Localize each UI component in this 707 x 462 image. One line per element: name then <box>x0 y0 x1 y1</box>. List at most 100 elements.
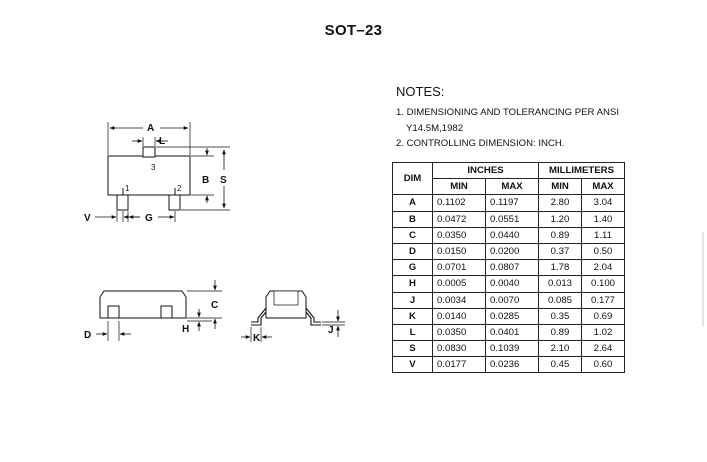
inches-max-cell: 0.0440 <box>485 226 539 244</box>
side-lead-right <box>305 307 321 323</box>
dim-label-J: J <box>328 325 334 336</box>
pin-number-3: 3 <box>151 163 156 172</box>
mm-min-cell: 1.78 <box>538 259 582 277</box>
dim-cell: K <box>392 307 433 325</box>
inches-max-cell: 0.1039 <box>485 340 539 358</box>
inches-max-cell: 0.0236 <box>485 356 539 374</box>
mm-min-cell: 0.085 <box>538 291 582 309</box>
side-lead-left <box>251 307 267 323</box>
mm-min-cell: 0.89 <box>538 323 582 342</box>
inches-min-header: MIN <box>432 178 486 196</box>
dim-cell: V <box>392 356 433 374</box>
front-lead-left <box>107 305 120 319</box>
dimension-table: DIM INCHES MILLIMETERS MIN MAX MIN MAX A… <box>392 161 625 374</box>
dim-label-G: G <box>145 213 153 224</box>
inches-max-cell: 0.1197 <box>485 194 539 212</box>
mm-max-cell: 2.04 <box>581 259 625 277</box>
mm-max-cell: 1.02 <box>581 323 625 342</box>
mm-max-header: MAX <box>581 178 625 196</box>
top-view-body <box>107 155 191 196</box>
mm-max-cell: 2.64 <box>581 340 625 358</box>
dim-cell: L <box>392 323 433 342</box>
dim-cell: D <box>392 242 433 261</box>
dim-cell: G <box>392 259 433 277</box>
pin2-lead <box>168 194 181 211</box>
inches-min-cell: 0.0830 <box>432 340 486 358</box>
mm-max-cell: 3.04 <box>581 194 625 212</box>
dim-cell: H <box>392 275 433 293</box>
millimeters-header: MILLIMETERS <box>538 161 625 180</box>
inches-min-cell: 0.0472 <box>432 210 486 228</box>
dim-cell: C <box>392 226 433 244</box>
dim-cell: A <box>392 194 433 212</box>
note-line-3: 2. CONTROLLING DIMENSION: INCH. <box>396 138 565 150</box>
dim-label-H: H <box>182 324 189 335</box>
edge-shadow <box>702 232 704 327</box>
inches-min-cell: 0.0150 <box>432 242 486 261</box>
pin3-lead <box>142 146 156 158</box>
mm-max-cell: 1.11 <box>581 226 625 244</box>
dim-cell: J <box>392 291 433 309</box>
dim-header: DIM <box>392 161 433 196</box>
note-line-1: 1. DIMENSIONING AND TOLERANCING PER ANSI <box>396 107 620 118</box>
mm-min-cell: 2.10 <box>538 340 582 358</box>
top-view <box>95 122 230 222</box>
pin1-lead <box>116 194 129 211</box>
mm-min-cell: 0.35 <box>538 307 582 325</box>
inches-header: INCHES <box>432 161 539 180</box>
mm-max-cell: 0.100 <box>581 275 625 293</box>
dim-label-A: A <box>147 123 154 134</box>
dim-label-C: C <box>211 300 218 311</box>
inches-max-cell: 0.0040 <box>485 275 539 293</box>
side-view <box>241 290 345 342</box>
mm-max-cell: 0.177 <box>581 291 625 309</box>
mm-min-cell: 1.20 <box>538 210 582 228</box>
mm-min-header: MIN <box>538 178 582 196</box>
front-view <box>96 280 222 341</box>
pin-number-1: 1 <box>125 184 130 193</box>
mm-min-cell: 0.89 <box>538 226 582 244</box>
mm-min-cell: 0.013 <box>538 275 582 293</box>
mm-max-cell: 0.50 <box>581 242 625 261</box>
inches-max-cell: 0.0285 <box>485 307 539 325</box>
notes-block: NOTES: 1. DIMENSIONING AND TOLERANCING P… <box>396 84 696 152</box>
mm-min-cell: 0.37 <box>538 242 582 261</box>
inches-min-cell: 0.0140 <box>432 307 486 325</box>
dim-label-K: K <box>253 333 261 344</box>
inches-max-cell: 0.0807 <box>485 259 539 277</box>
dim-cell: B <box>392 210 433 228</box>
inches-min-cell: 0.0177 <box>432 356 486 374</box>
dim-label-B: B <box>202 175 209 186</box>
inches-max-header: MAX <box>485 178 539 196</box>
inches-max-cell: 0.0070 <box>485 291 539 309</box>
inches-min-cell: 0.0005 <box>432 275 486 293</box>
package-title: SOT–23 <box>324 22 383 39</box>
inches-min-cell: 0.0701 <box>432 259 486 277</box>
inches-min-cell: 0.0350 <box>432 323 486 342</box>
inches-max-cell: 0.0200 <box>485 242 539 261</box>
mm-min-cell: 0.45 <box>538 356 582 374</box>
inches-min-cell: 0.0350 <box>432 226 486 244</box>
inches-min-cell: 0.1102 <box>432 194 486 212</box>
dim-label-L: L <box>159 136 165 147</box>
mm-max-cell: 1.40 <box>581 210 625 228</box>
dim-label-V: V <box>84 213 91 224</box>
inches-min-cell: 0.0034 <box>432 291 486 309</box>
pin-number-2: 2 <box>177 184 182 193</box>
notes-heading: NOTES: <box>396 84 445 99</box>
mm-min-cell: 2.80 <box>538 194 582 212</box>
front-lead-right <box>160 305 173 319</box>
inches-max-cell: 0.0551 <box>485 210 539 228</box>
note-line-2: Y14.5M,1982 <box>406 122 464 134</box>
